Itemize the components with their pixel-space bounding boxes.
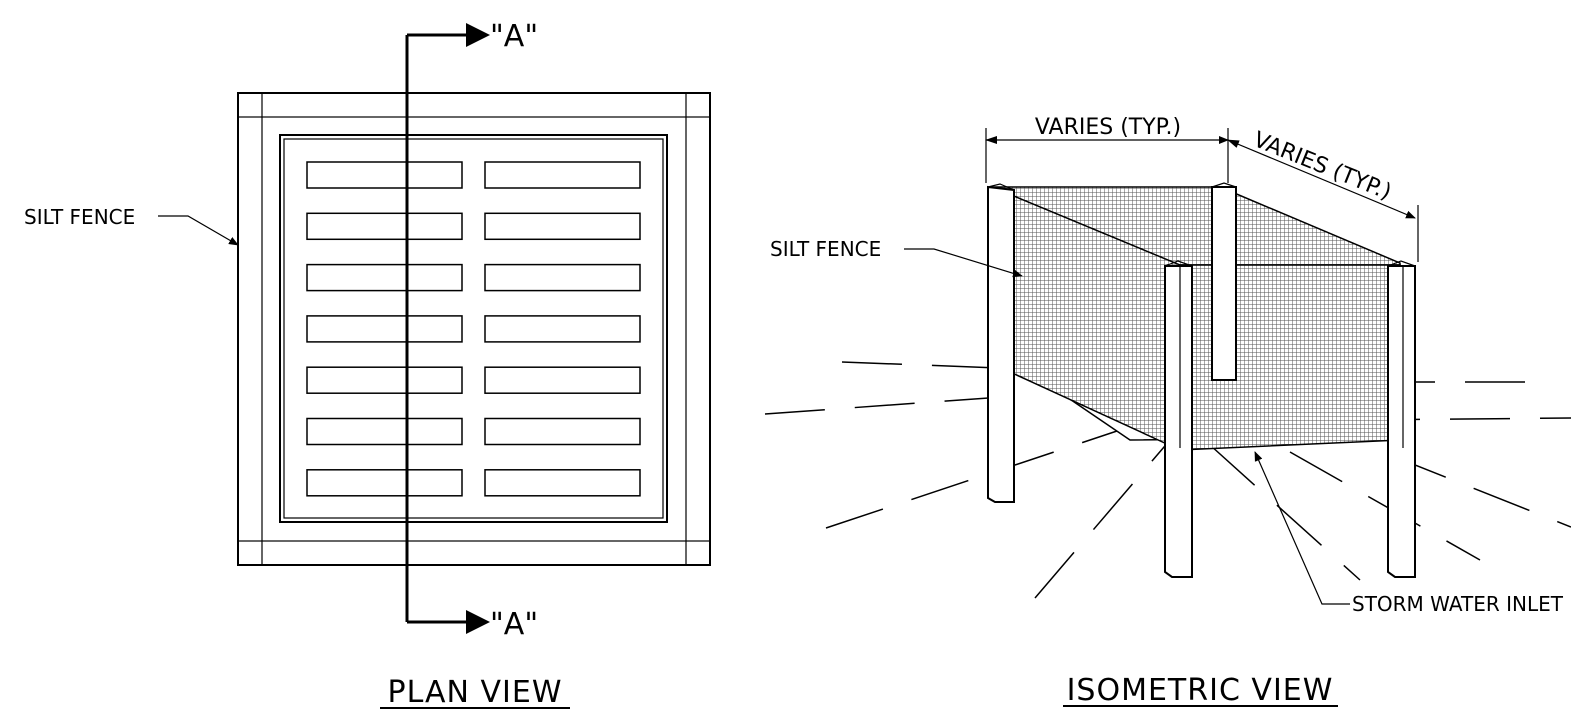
post-back-left xyxy=(987,185,1015,503)
fence-posts xyxy=(987,182,1416,578)
dimension-width-label: VARIES (TYP.) xyxy=(1035,115,1181,140)
section-marker-bottom: "A" xyxy=(490,607,538,642)
dimension-depth xyxy=(1227,139,1416,219)
plan-view-title: PLAN VIEW xyxy=(388,675,563,710)
grate-slot xyxy=(306,212,463,241)
isometric-view-title: ISOMETRIC VIEW xyxy=(1067,673,1334,708)
dimension-lines xyxy=(985,128,1419,262)
plan-silt-fence-label: SILT FENCE xyxy=(24,205,135,229)
iso-silt-fence-label: SILT FENCE xyxy=(770,237,881,261)
section-arrowhead-bottom xyxy=(466,610,490,634)
isometric-view: VARIES (TYP.) VARIES (TYP.) SILT FENCE S… xyxy=(764,115,1571,708)
iso-silt-fence-leader xyxy=(904,248,1023,278)
grate-slot xyxy=(484,161,641,189)
grate-slot xyxy=(306,366,463,394)
post-back-middle xyxy=(1211,186,1237,381)
plan-frame-inner xyxy=(261,116,687,542)
post-front-left xyxy=(1164,265,1193,578)
grate-slot xyxy=(484,469,641,497)
grate-slot xyxy=(484,263,641,292)
grate-frame-inner xyxy=(283,138,664,519)
grate-slot xyxy=(306,263,463,292)
plan-view: "A" "A" SILT FENCE PLAN VIEW xyxy=(24,19,711,710)
plan-frame-outer xyxy=(237,92,711,566)
post-front-right xyxy=(1387,265,1416,578)
plan-corner-post xyxy=(685,92,711,118)
grate-slot xyxy=(306,469,463,497)
plan-corner-post xyxy=(237,540,263,566)
section-arrowhead-top xyxy=(466,23,490,47)
grate-frame-outer xyxy=(279,134,668,523)
grate-slots xyxy=(306,140,641,520)
grate-slot xyxy=(306,417,463,446)
grate-slot xyxy=(484,366,641,394)
grate-slot xyxy=(484,212,641,241)
grate-slot xyxy=(484,315,641,343)
grate-slot xyxy=(306,315,463,343)
plan-silt-fence-leader xyxy=(158,215,239,246)
plan-corner-post xyxy=(685,540,711,566)
plan-corner-post xyxy=(237,92,263,118)
grate-slot xyxy=(306,161,463,189)
dimension-depth-label: VARIES (TYP.) xyxy=(1250,127,1395,205)
storm-water-inlet-leader xyxy=(1254,451,1350,605)
section-marker-top: "A" xyxy=(490,19,538,54)
storm-water-inlet-label: STORM WATER INLET xyxy=(1352,592,1564,616)
grate-slot xyxy=(484,417,641,446)
